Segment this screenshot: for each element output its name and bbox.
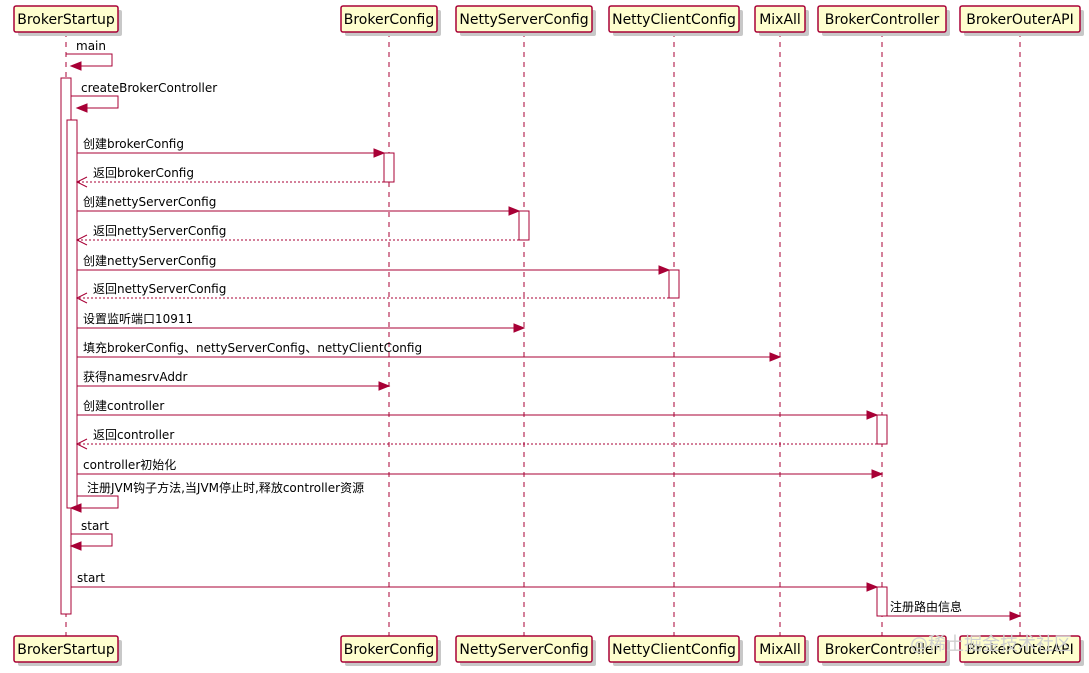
participant-label: MixAll bbox=[759, 642, 801, 658]
message-label: 返回nettyServerConfig bbox=[93, 282, 226, 296]
message-label: 设置监听端口10911 bbox=[83, 312, 193, 326]
activation-bar-ncc bbox=[668, 269, 680, 299]
message-label: 创建nettyServerConfig bbox=[83, 195, 216, 209]
activation-bar-bs bbox=[66, 119, 78, 509]
participant-label: BrokerConfig bbox=[344, 12, 435, 28]
message-label: 创建controller bbox=[83, 399, 164, 413]
message-return: 返回brokerConfig bbox=[75, 166, 384, 188]
message-label: controller初始化 bbox=[83, 458, 176, 472]
message-self-call: 注册JVM钩子方法,当JVM停止时,释放controller资源 bbox=[69, 480, 364, 513]
message-label: start bbox=[81, 519, 109, 533]
message-self-call: start bbox=[69, 519, 113, 551]
message-label: 返回nettyServerConfig bbox=[93, 224, 226, 238]
participant-mix-top: MixAll bbox=[754, 5, 809, 36]
participant-label: BrokerOuterAPI bbox=[966, 12, 1074, 28]
message-call: 获得namesrvAddr bbox=[77, 369, 391, 391]
message-call: 设置监听端口10911 bbox=[77, 312, 526, 333]
message-label: 创建brokerConfig bbox=[83, 137, 184, 151]
participant-nsc-top: NettyServerConfig bbox=[455, 5, 596, 36]
participant-bs-top: BrokerStartup bbox=[13, 5, 122, 36]
message-call: 创建nettyServerConfig bbox=[77, 195, 521, 216]
participant-label: BrokerOuterAPI bbox=[966, 642, 1074, 658]
participant-api-bottom: BrokerOuterAPI bbox=[959, 635, 1084, 666]
participant-label: NettyServerConfig bbox=[459, 12, 588, 28]
message-call: 创建brokerConfig bbox=[77, 137, 386, 158]
participant-api-top: BrokerOuterAPI bbox=[959, 5, 1084, 36]
participant-nsc-bottom: NettyServerConfig bbox=[455, 635, 596, 666]
message-label: 填充brokerConfig、nettyServerConfig、nettyCl… bbox=[83, 340, 422, 355]
message-call: 填充brokerConfig、nettyServerConfig、nettyCl… bbox=[77, 340, 782, 362]
message-label: start bbox=[77, 571, 105, 585]
message-call: start bbox=[71, 571, 879, 592]
participant-label: BrokerStartup bbox=[17, 12, 115, 28]
activation-bar-ctl bbox=[876, 586, 888, 617]
participant-label: NettyClientConfig bbox=[612, 642, 736, 658]
message-call: 注册路由信息 bbox=[887, 599, 1022, 621]
participant-label: BrokerStartup bbox=[17, 642, 115, 658]
message-label: createBrokerController bbox=[81, 81, 217, 95]
activation-bar-ctl bbox=[876, 414, 888, 445]
message-label: 获得namesrvAddr bbox=[83, 369, 188, 384]
participant-label: NettyServerConfig bbox=[459, 642, 588, 658]
message-self-call: main bbox=[66, 39, 113, 71]
participant-label: NettyClientConfig bbox=[612, 12, 736, 28]
participant-label: BrokerConfig bbox=[344, 642, 435, 658]
participant-label: BrokerController bbox=[825, 642, 940, 658]
activation-bar-nsc bbox=[518, 210, 530, 241]
message-call: 创建controller bbox=[77, 399, 879, 420]
participant-bc-bottom: BrokerConfig bbox=[340, 635, 441, 666]
participant-ctl-top: BrokerController bbox=[817, 5, 950, 36]
message-return: 返回nettyServerConfig bbox=[75, 224, 519, 246]
participant-ncc-bottom: NettyClientConfig bbox=[608, 635, 743, 666]
participant-ncc-top: NettyClientConfig bbox=[608, 5, 743, 36]
participant-bs-bottom: BrokerStartup bbox=[13, 635, 122, 666]
message-return: 返回controller bbox=[75, 428, 877, 450]
message-return: 返回nettyServerConfig bbox=[75, 282, 669, 304]
message-label: 注册JVM钩子方法,当JVM停止时,释放controller资源 bbox=[87, 480, 364, 495]
participant-bc-top: BrokerConfig bbox=[340, 5, 441, 36]
message-label: 返回controller bbox=[93, 428, 174, 442]
participant-ctl-bottom: BrokerController bbox=[817, 635, 950, 666]
message-call: controller初始化 bbox=[77, 458, 884, 479]
message-self-call: createBrokerController bbox=[71, 81, 217, 113]
participant-label: MixAll bbox=[759, 12, 801, 28]
message-label: 创建nettyServerConfig bbox=[83, 254, 216, 268]
participant-label: BrokerController bbox=[825, 12, 940, 28]
message-label: main bbox=[76, 39, 106, 53]
participant-mix-bottom: MixAll bbox=[754, 635, 809, 666]
message-label: 注册路由信息 bbox=[890, 599, 962, 614]
activation-bar-bc bbox=[383, 152, 395, 183]
watermark-text: @稀土掘金技术社区 bbox=[910, 634, 1072, 655]
message-label: 返回brokerConfig bbox=[93, 166, 194, 180]
message-call: 创建nettyServerConfig bbox=[77, 254, 671, 275]
